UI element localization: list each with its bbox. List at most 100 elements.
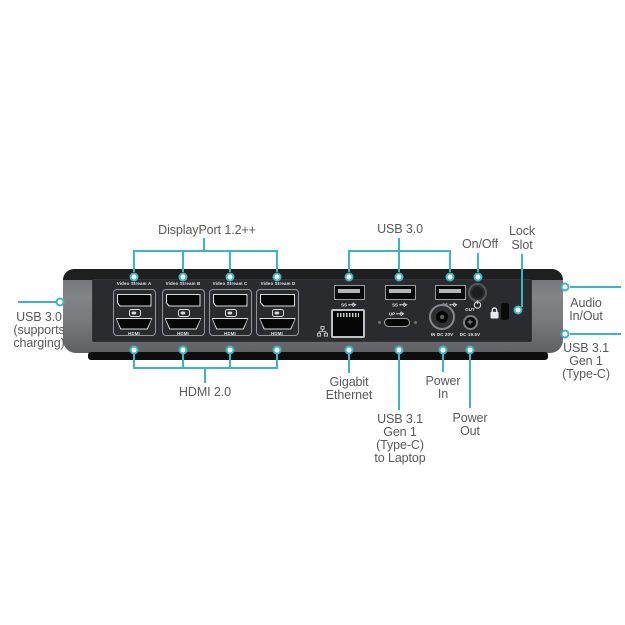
callout-marker: [394, 272, 404, 281]
callout-marker: [129, 272, 139, 281]
lock-icon: [490, 307, 499, 319]
screw-hole: [413, 320, 417, 324]
callout-line: [203, 238, 205, 251]
callout-marker: [560, 282, 570, 292]
on-off-callout-label: On/Off: [462, 237, 498, 251]
video-stream-b-label: Video Stream B: [165, 280, 201, 286]
callout-line: [133, 250, 278, 252]
video-stream-group-d: HDMI: [256, 288, 299, 336]
usb-a-port-2: [384, 285, 416, 300]
power-in-port-label: IN DC 20V: [430, 331, 454, 337]
displayport-port: [116, 293, 152, 307]
hdmi-port: [164, 317, 202, 330]
usb-a-port-3: [434, 285, 466, 300]
callout-marker: [344, 272, 354, 281]
hdmi-port-label: HDMI: [127, 330, 140, 336]
callout-line: [229, 354, 231, 369]
callout-line: [442, 354, 444, 372]
hdmi-port: [211, 317, 249, 330]
callout-marker: [272, 345, 282, 355]
video-stream-group-c: HDMI: [208, 288, 252, 336]
callout-line: [204, 369, 206, 383]
usb-c-port: [384, 318, 410, 327]
callout-marker: [129, 345, 139, 355]
callout-line: [477, 253, 479, 272]
ethernet-network-icon: [317, 326, 328, 337]
dock-rubber-foot: [88, 352, 548, 360]
callout-marker: [465, 345, 475, 355]
callout-line: [229, 252, 231, 272]
callout-line: [276, 252, 278, 272]
callout-marker: [344, 345, 354, 355]
displayport-port: [212, 293, 248, 307]
hdmi-port: [115, 317, 153, 330]
video-stream-group-a: HDMI: [112, 288, 156, 336]
gigabit-ethernet-port: [331, 309, 365, 338]
callout-line: [570, 286, 621, 288]
callout-line: [570, 333, 621, 335]
ethernet-callout-label: Gigabit Ethernet: [325, 375, 373, 402]
callout-marker: [445, 272, 455, 281]
video-stream-group-b: HDMI: [161, 288, 205, 336]
callout-line: [398, 354, 400, 410]
displayport-logo-icon: [224, 308, 237, 317]
dock-top-edge: [63, 269, 563, 280]
displayport-port: [165, 293, 201, 307]
callout-line: [182, 354, 184, 369]
callout-line: [348, 354, 350, 373]
callout-marker: [560, 329, 570, 339]
video-stream-a-label: Video Stream A: [116, 280, 152, 286]
power-button: [467, 282, 487, 302]
callout-marker: [178, 272, 188, 281]
video-stream-d-label: Video Stream D: [260, 280, 295, 286]
power-in-callout-label: Power In: [425, 374, 461, 401]
usb31-to-laptop-callout-label: USB 3.1 Gen 1 (Type-C) to Laptop: [374, 412, 426, 465]
displayport-logo-icon: [272, 308, 284, 317]
lock-slot-callout-label: Lock Slot: [508, 224, 536, 252]
superspeed-usb-icon: SS: [392, 302, 408, 308]
callout-line: [398, 238, 400, 251]
power-out-jack: [462, 314, 478, 330]
hdmi-port: [259, 317, 296, 330]
screw-hole: [377, 320, 381, 324]
usb30-callout-label: USB 3.0: [377, 222, 423, 236]
video-stream-c-label: Video Stream C: [212, 280, 248, 286]
displayport-logo-icon: [177, 308, 190, 317]
security-lock-slot: [501, 303, 509, 320]
callout-marker: [394, 345, 404, 355]
displayport-logo-icon: [128, 308, 141, 317]
usb-c-upstream-icon: UP: [389, 311, 405, 317]
callout-line: [18, 301, 56, 303]
callout-marker: [55, 297, 65, 307]
power-in-jack: [429, 304, 455, 330]
hdmi-callout-label: HDMI 2.0: [179, 385, 231, 399]
usb31-typec-callout-label: USB 3.1 Gen 1 (Type-C): [562, 341, 610, 381]
usb30-charging-callout-label: USB 3.0 (supports charging): [13, 310, 65, 350]
callout-line: [449, 252, 451, 272]
usb-a-port-1: [333, 285, 365, 300]
callout-marker: [473, 272, 483, 281]
callout-marker: [272, 272, 282, 281]
power-out-port-label: DC 19.5V: [459, 331, 481, 337]
displayport-port: [260, 293, 295, 307]
callout-marker: [225, 345, 235, 355]
callout-marker: [178, 345, 188, 355]
callout-marker: [225, 272, 235, 281]
hdmi-port-label: HDMI: [176, 330, 189, 336]
callout-line: [348, 250, 451, 252]
callout-line: [133, 367, 278, 369]
callout-marker: [438, 345, 448, 355]
docking-station-body: Video Stream A Video Stream B Video Stre…: [63, 269, 563, 360]
callout-marker: [513, 305, 522, 314]
power-out-callout-label: Power Out: [452, 411, 488, 438]
callout-line: [182, 252, 184, 272]
callout-line: [276, 354, 278, 369]
power-out-top-label: OUT: [465, 306, 475, 312]
hdmi-port-label: HDMI: [223, 330, 236, 336]
superspeed-usb-icon: SS: [341, 302, 357, 308]
callout-line: [469, 354, 471, 408]
callout-line: [398, 252, 400, 272]
callout-line: [133, 252, 135, 272]
displayport-callout-label: DisplayPort 1.2++: [158, 223, 256, 237]
